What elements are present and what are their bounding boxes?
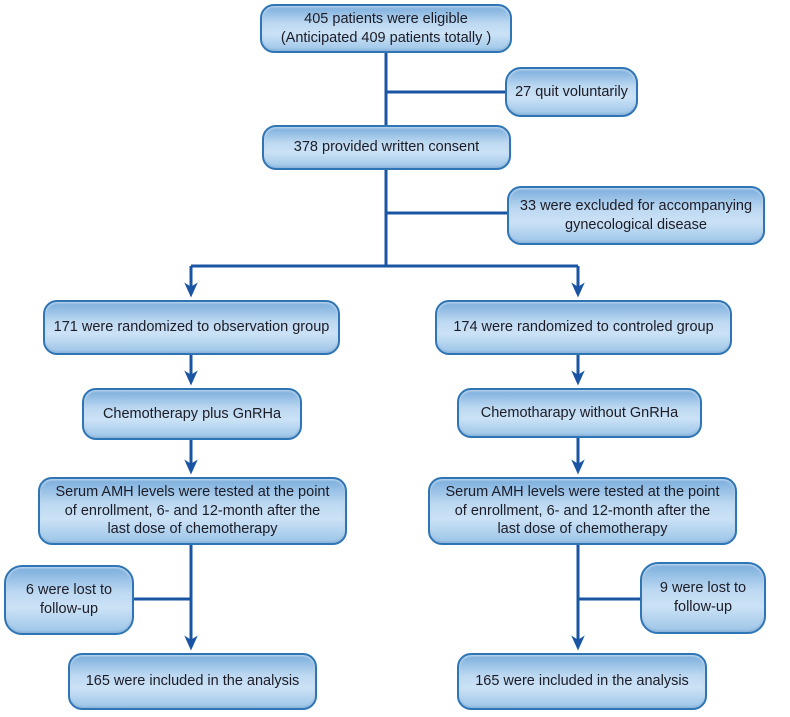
node-analysis-left: 165 were included in the analysis — [68, 653, 317, 710]
node-lost-followup-left: 6 were lost to follow-up — [4, 565, 134, 635]
node-chemo-plus-gnrha: Chemotherapy plus GnRHa — [82, 388, 302, 440]
node-control-group: 174 were randomized to controled group — [435, 300, 732, 355]
node-serum-amh-right: Serum AMH levels were tested at the poin… — [428, 477, 737, 545]
node-eligible: 405 patients were eligible (Anticipated … — [260, 4, 512, 53]
node-quit-voluntarily: 27 quit voluntarily — [505, 67, 638, 117]
node-observation-group: 171 were randomized to observation group — [43, 300, 340, 355]
node-excluded: 33 were excluded for accompanying gyneco… — [507, 186, 765, 245]
node-analysis-right: 165 were included in the analysis — [457, 653, 707, 710]
node-chemo-without-gnrha: Chemotharapy without GnRHa — [457, 388, 702, 438]
node-serum-amh-left: Serum AMH levels were tested at the poin… — [38, 477, 347, 545]
node-written-consent: 378 provided written consent — [262, 125, 511, 170]
node-lost-followup-right: 9 were lost to follow-up — [640, 562, 766, 634]
